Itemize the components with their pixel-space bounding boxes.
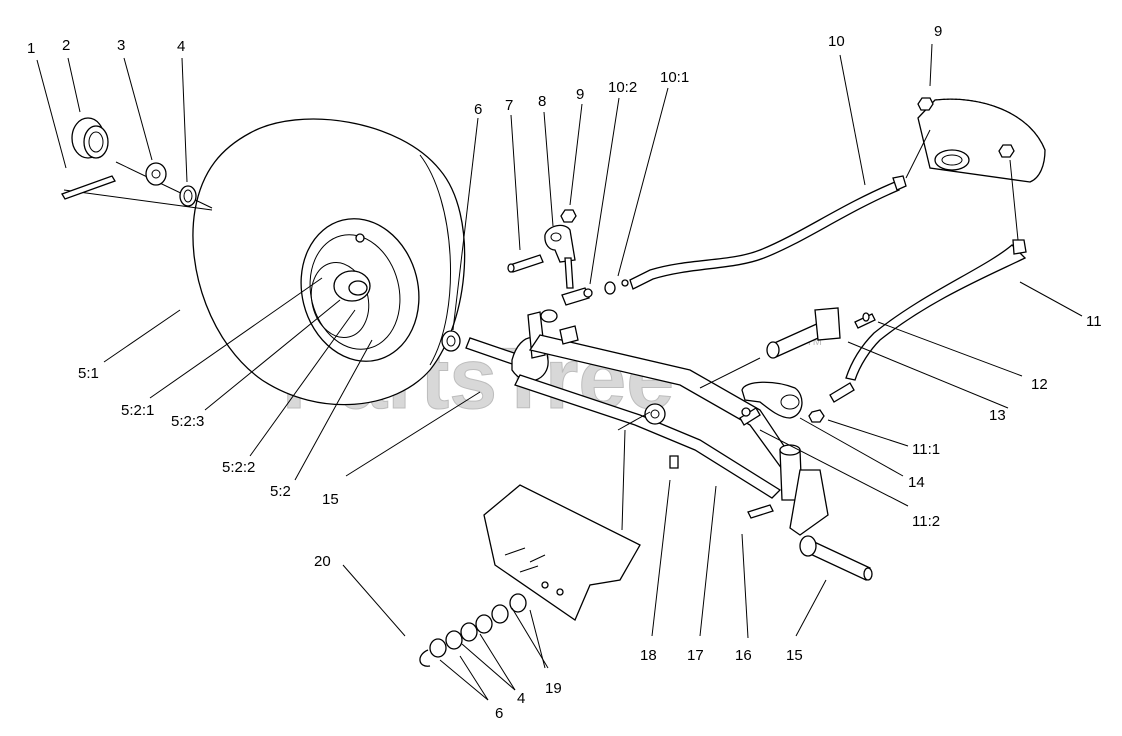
drag-link-nut — [808, 409, 825, 423]
pivot-tube — [766, 307, 841, 359]
callout-14: 14 — [908, 474, 925, 491]
jam-nut — [604, 279, 629, 295]
callout-11: 11 — [1086, 313, 1102, 330]
washer — [145, 162, 167, 186]
callout-16: 16 — [735, 647, 752, 664]
spacer-ring — [179, 185, 197, 207]
callout-5-2-2: 5:2:2 — [222, 459, 255, 476]
callout-4: 4 — [177, 38, 185, 55]
wheel-hub — [333, 233, 371, 302]
callout-19: 19 — [545, 680, 562, 697]
axle-washer — [441, 330, 461, 352]
callout-6-top: 6 — [474, 101, 482, 118]
right-ball-joint — [739, 407, 761, 426]
callout-3: 3 — [117, 37, 125, 54]
callout-1: 1 — [27, 40, 35, 57]
callout-6-bottom: 6 — [495, 705, 503, 722]
drag-link — [829, 239, 1027, 403]
callout-17: 17 — [687, 647, 704, 664]
callout-11-1: 11:1 — [912, 441, 940, 458]
steering-arm — [544, 224, 576, 289]
callout-8: 8 — [538, 93, 546, 110]
callout-9-left: 9 — [576, 86, 584, 103]
pivot-bolt — [854, 312, 876, 329]
callout-5-2: 5:2 — [270, 483, 291, 500]
callout-13: 13 — [989, 407, 1006, 424]
callout-20: 20 — [314, 553, 331, 570]
steering-sector-gear — [917, 97, 1046, 183]
callout-5-2-1: 5:2:1 — [121, 402, 154, 419]
pivot-pin — [507, 254, 544, 273]
washer-stack — [429, 593, 527, 658]
callout-12: 12 — [1031, 376, 1048, 393]
mounting-plate — [483, 484, 641, 621]
retaining-ring — [419, 649, 431, 667]
callout-5-2-3: 5:2:3 — [171, 413, 204, 430]
callout-4-bottom: 4 — [517, 690, 525, 707]
callout-10-2: 10:2 — [608, 79, 637, 96]
spindle-bolt — [747, 504, 774, 519]
callout-9-right: 9 — [934, 23, 942, 40]
callouts: 1 2 3 4 5:1 5:2:1 5:2:3 5:2:2 5:2 15 6 7… — [27, 23, 1102, 722]
callout-7: 7 — [505, 97, 513, 114]
callout-11-2: 11:2 — [912, 513, 940, 530]
callout-10-1: 10:1 — [660, 69, 689, 86]
callout-2: 2 — [62, 37, 70, 54]
right-spindle — [779, 444, 873, 581]
callout-5-1: 5:1 — [78, 365, 99, 382]
ball-joint — [561, 287, 593, 306]
callout-15-right: 15 — [786, 647, 803, 664]
grease-fitting — [669, 455, 679, 469]
leader-lines — [36, 43, 1083, 701]
right-steering-arm — [741, 381, 803, 419]
cotter-pin — [61, 175, 116, 200]
callout-15-left: 15 — [322, 491, 339, 508]
tie-rod — [629, 175, 907, 290]
callout-10: 10 — [828, 33, 845, 50]
lock-nut-left — [560, 209, 577, 223]
beam-washer — [644, 403, 666, 425]
callout-18: 18 — [640, 647, 657, 664]
hub-cap — [71, 117, 109, 159]
